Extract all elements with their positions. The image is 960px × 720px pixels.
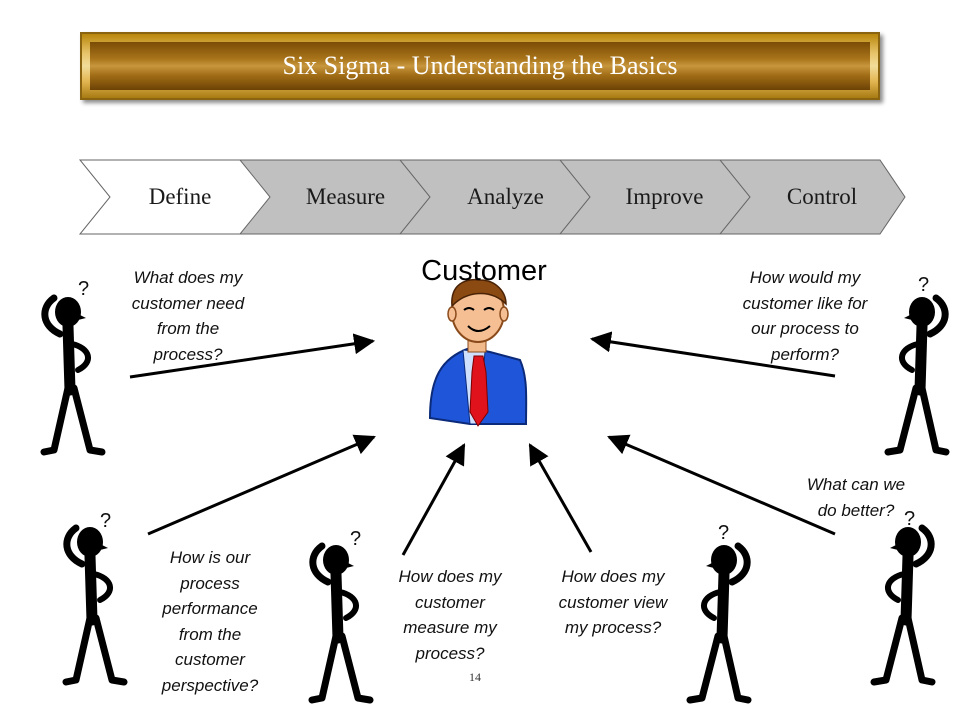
question-bottom-left: How is our process performance from the … [161,548,259,695]
question-mark: ? [350,528,362,550]
figure-bottom-mid-right [690,545,748,700]
step-define: Define [148,184,212,209]
customer-label: Customer [421,255,547,287]
arrow-top-left [129,333,376,379]
step-analyze: Analyze [467,184,544,209]
question-mark: ? [918,274,930,296]
step-control: Control [786,184,858,209]
question-top-left: What does my customer need from the proc… [131,268,245,364]
figure-top-left [44,297,102,452]
step-control-shape [718,159,906,235]
title-panel: Six Sigma - Understanding the Basics [90,42,870,90]
step-improve: Improve [625,184,704,209]
figure-top-right [888,297,946,452]
page-number: 14 [469,670,481,684]
slide-title: Six Sigma - Understanding the Basics [282,51,678,80]
question-bottom-mid-right: How does my customer view my process? [558,567,668,637]
figure-bottom-right [874,527,932,682]
arrow-bottom-left [147,434,376,536]
arrows [129,331,836,556]
arrow-mid-left [401,443,466,556]
question-mark: ? [100,510,112,532]
question-mark: ? [904,508,916,530]
question-mark: ? [78,278,90,300]
figure-bottom-mid-left [312,545,370,700]
process-chevrons [78,159,906,235]
question-mid-right: What can we do better? [806,475,906,520]
figure-bottom-left [66,527,124,682]
arrow-top-right [589,331,836,378]
title-bar: Six Sigma - Understanding the Basics [80,32,880,100]
arrow-mid-right [528,443,593,553]
step-measure: Measure [305,184,386,209]
question-mark: ? [718,522,730,544]
arrow-bottom-right [607,434,836,536]
question-bottom-mid-left: How does my customer measure my process? [398,567,502,663]
customer-illustration [428,278,528,427]
question-top-right: How would my customer like for our proce… [742,268,868,364]
